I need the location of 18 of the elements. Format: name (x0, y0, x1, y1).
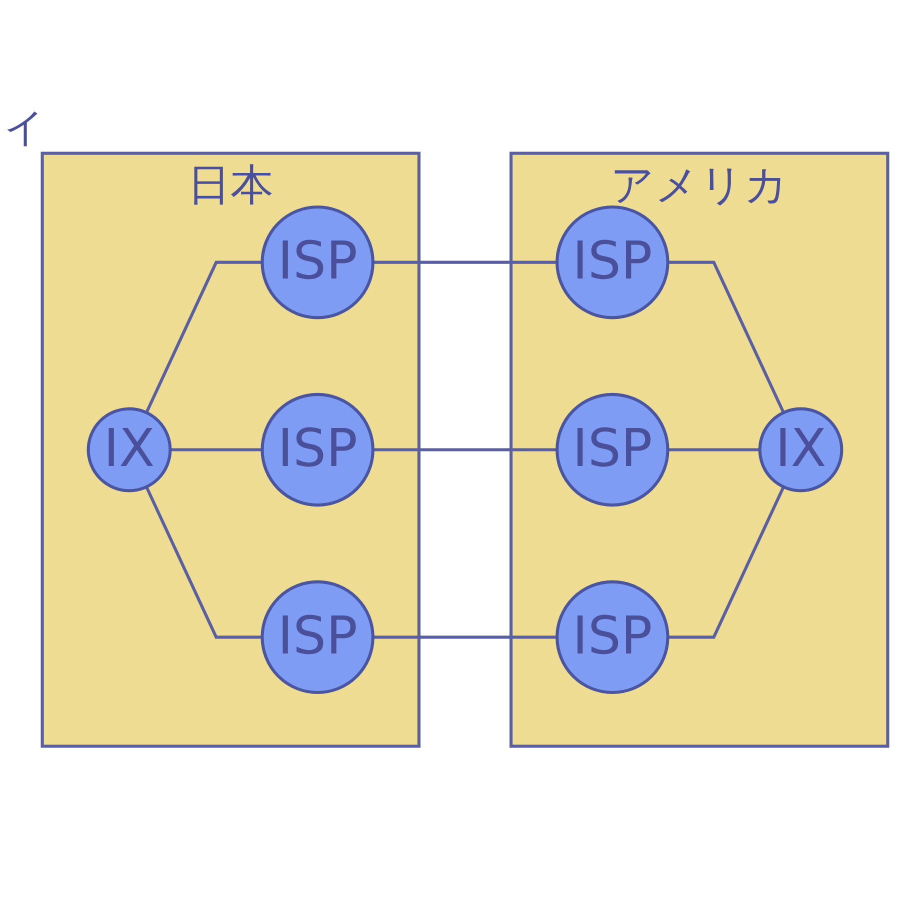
node-circle: ISP (556, 393, 670, 507)
connector (668, 261, 785, 414)
node-circle: ISP (556, 206, 670, 320)
connector (668, 486, 785, 639)
title-fragment: イ (4, 105, 45, 151)
node-circle: IX (86, 408, 172, 492)
connector (145, 486, 262, 639)
connector (372, 448, 558, 452)
connector (372, 636, 558, 639)
node-circle: ISP (260, 393, 374, 507)
connector (170, 448, 262, 452)
node-circle: ISP (556, 580, 670, 694)
connector (668, 448, 760, 452)
node-circle: IX (758, 408, 844, 492)
node-circle: ISP (260, 580, 374, 694)
node-circle: ISP (260, 206, 374, 320)
connector (372, 261, 558, 264)
connector (145, 261, 262, 414)
